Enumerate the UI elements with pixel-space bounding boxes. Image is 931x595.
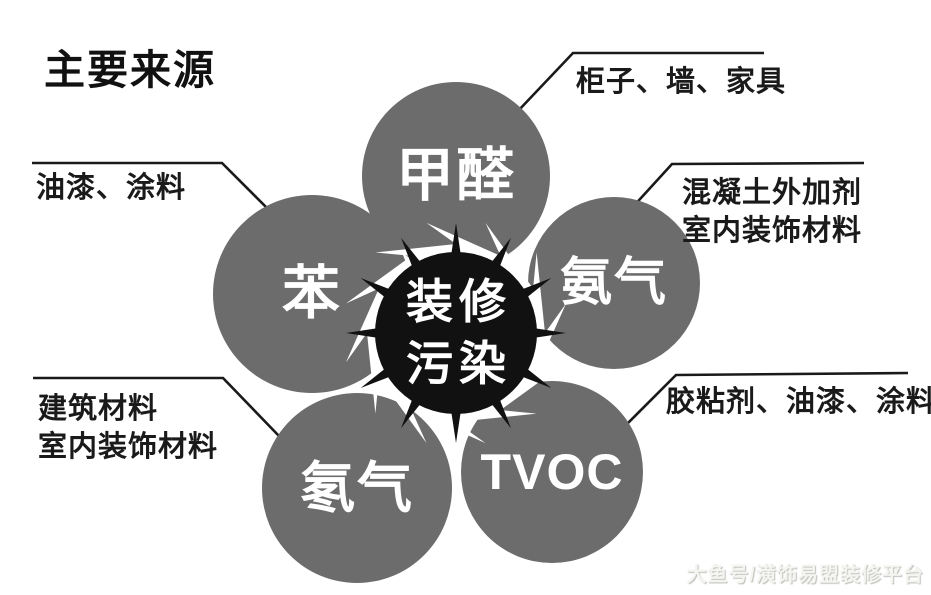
connector-formaldehyde	[517, 51, 764, 112]
node-formaldehyde-label: 甲醛	[395, 143, 516, 208]
connector-benzene	[32, 161, 279, 220]
source-label-radon-line1: 建筑材料	[38, 393, 159, 425]
source-label-radon-line2: 室内装饰材料	[38, 431, 219, 463]
source-label-tvoc: 胶粘剂、油漆、涂料	[666, 386, 931, 418]
node-ammonia-label: 氨气	[559, 254, 668, 312]
source-label-ammonia-line1: 混凝土外加剂	[682, 177, 863, 209]
node-tvoc-label: TVOC	[480, 444, 624, 500]
page-title: 主要来源	[44, 47, 216, 93]
source-label-formaldehyde: 柜子、墙、家具	[576, 66, 787, 98]
node-radon-label: 氡气	[299, 456, 414, 519]
connector-radon	[33, 376, 280, 437]
node-ammonia: 氨气	[528, 197, 700, 369]
source-label-benzene: 油漆、涂料	[36, 172, 187, 204]
watermark: 大鱼号/潢饰易盟装修平台	[686, 564, 924, 586]
source-label-ammonia-line2: 室内装饰材料	[682, 215, 863, 247]
center-burst-icon	[345, 222, 567, 444]
connector-tvoc	[621, 371, 909, 430]
source-label-ammonia: 混凝土外加剂 室内装饰材料	[682, 174, 862, 250]
burst-black-circle	[375, 252, 537, 414]
node-benzene-label: 苯	[281, 261, 342, 326]
node-radon: 氡气	[262, 393, 452, 583]
source-label-radon: 建筑材料 室内装饰材料	[38, 390, 218, 466]
